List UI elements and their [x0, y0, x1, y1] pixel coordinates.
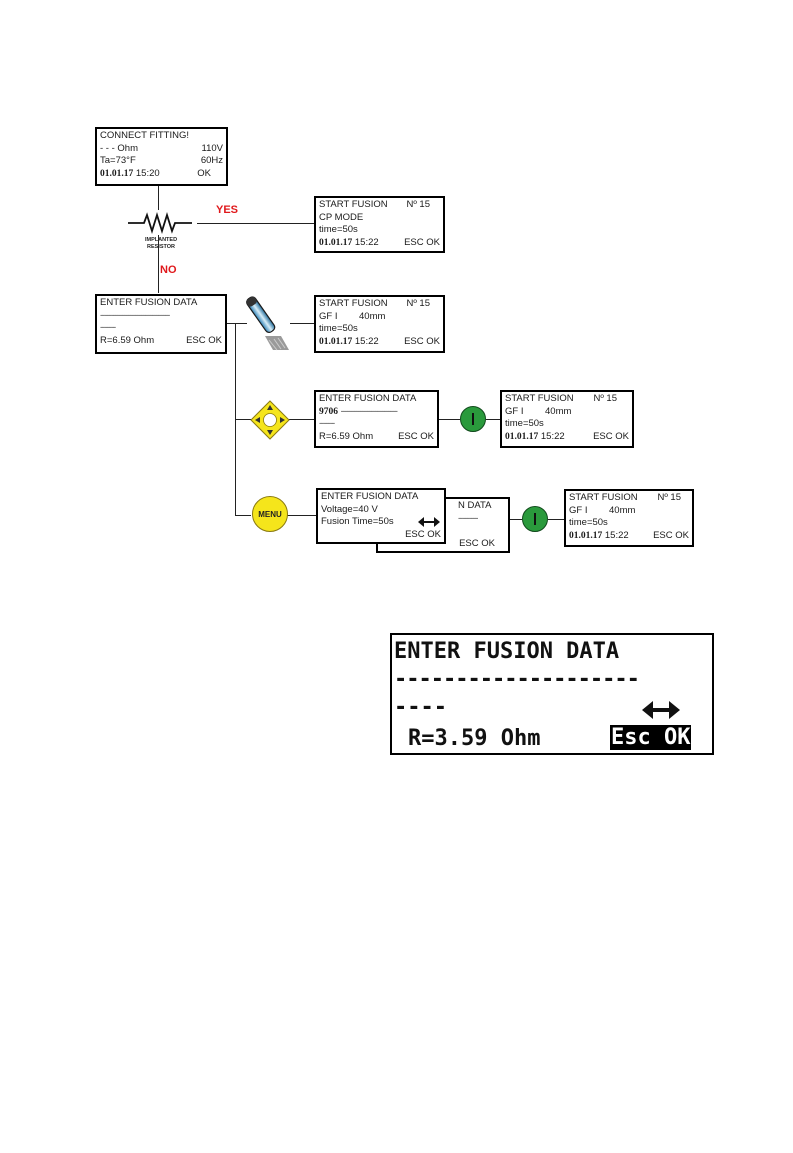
- enter-fusion-data-arrows-display: ENTER FUSION DATA 9706 -----------------…: [314, 390, 439, 448]
- no-label: NO: [160, 264, 177, 276]
- voltage-readout: Voltage=40 V: [321, 503, 378, 515]
- display-title: ENTER FUSION DATA: [319, 393, 417, 404]
- esc-ok-softkey[interactable]: Esc OK: [610, 725, 692, 750]
- start-fusion-arrows-display: START FUSION Nº 15 GF I 40mm time=50s 01.0…: [500, 390, 634, 448]
- resistor-icon: [128, 211, 192, 235]
- dashes: ---------: [458, 512, 479, 524]
- date-readout: 01.01.17: [505, 431, 539, 442]
- resistance-readout: R=6.59 Ohm: [319, 430, 374, 442]
- dashes: -------: [319, 418, 335, 429]
- enter-fusion-data-large-display: ENTER FUSION DATA -------------------- -…: [390, 633, 714, 755]
- fusion-time-readout: Fusion Time=50s: [321, 516, 394, 527]
- esc-ok-label: ESC OK: [459, 537, 495, 549]
- diameter-readout: 40mm: [609, 504, 636, 516]
- display-title: ENTER FUSION DATA: [100, 297, 198, 308]
- esc-ok-label: ESC OK: [404, 335, 440, 347]
- connector-line: [290, 323, 316, 324]
- connector-line: [486, 419, 500, 420]
- connector-line: [287, 515, 316, 516]
- clock-readout: 15:22: [540, 430, 565, 442]
- yes-label: YES: [216, 204, 239, 216]
- esc-ok-label: ESC OK: [653, 529, 689, 541]
- display-title: N DATA: [458, 500, 492, 511]
- connector-line: [227, 323, 235, 324]
- time-readout: time=50s: [319, 323, 358, 334]
- ohm-readout: - - - Ohm: [100, 142, 138, 154]
- display-title: ENTER FUSION DATA: [321, 491, 419, 502]
- enter-fusion-data-display: ENTER FUSION DATA ----------------------…: [95, 294, 227, 354]
- date-readout: 01.01.17: [319, 336, 353, 347]
- time-readout: time=50s: [505, 418, 544, 429]
- clock-readout: 15:22: [354, 236, 379, 248]
- start-button-icon[interactable]: [460, 406, 486, 432]
- dashes: ----: [394, 695, 447, 720]
- date-readout: 01.01.17: [319, 237, 353, 248]
- enter-fusion-data-menu-display: ENTER FUSION DATA Voltage=40 V Fusion Ti…: [316, 488, 446, 544]
- fusion-number: Nº 15: [657, 492, 681, 503]
- display-title: START FUSION: [569, 492, 638, 503]
- resistor-label: RESISTOR: [146, 244, 175, 250]
- resistance-readout: R=6.59 Ohm: [100, 334, 155, 346]
- connector-line: [548, 519, 566, 520]
- menu-button-label: MENU: [258, 509, 282, 519]
- display-title: START FUSION: [319, 298, 388, 309]
- mode-label: CP MODE: [319, 211, 364, 223]
- implanted-label: IMPLANTED: [144, 237, 178, 243]
- start-button-icon[interactable]: [522, 506, 548, 532]
- connector-line: [235, 323, 247, 324]
- arrow-keypad-icon[interactable]: [250, 400, 290, 440]
- display-title: ENTER FUSION DATA: [394, 639, 620, 664]
- gf-label: GF I: [569, 504, 588, 516]
- esc-ok-label: ESC OK: [405, 528, 441, 540]
- code-readout: 9706: [319, 406, 338, 417]
- time-readout: time=50s: [319, 224, 358, 235]
- clock-readout: 15:22: [354, 335, 379, 347]
- connector-line: [510, 519, 522, 520]
- resistance-readout: R=3.59 Ohm: [408, 726, 541, 751]
- dashes: --------------------: [394, 667, 640, 692]
- start-fusion-menu-display: START FUSION Nº 15 GF I 40mm time=50s 01.0…: [564, 489, 694, 547]
- clock-readout: 15:22: [604, 529, 629, 541]
- temperature-readout: Ta=73°F: [100, 155, 136, 166]
- display-title: CONNECT FITTING!: [100, 130, 190, 141]
- esc-ok-label: ESC OK: [593, 430, 629, 442]
- left-right-arrow-icon: [642, 701, 680, 719]
- date-readout: 01.01.17: [569, 530, 603, 541]
- connector-line: [438, 419, 460, 420]
- connector-line: [158, 235, 159, 293]
- esc-ok-label: ESC OK: [404, 236, 440, 248]
- connect-fitting-display: CONNECT FITTING! - - - Ohm 110V Ta=73°F 60…: [95, 127, 228, 186]
- date-readout: 01.01.17: [100, 168, 134, 179]
- frequency-readout: 60Hz: [200, 155, 223, 166]
- connector-line: [289, 419, 316, 420]
- start-fusion-cp-display: START FUSION Nº 15 CP MODE time=50s 01.01…: [314, 196, 445, 253]
- fusion-number: Nº 15: [593, 393, 617, 404]
- connector-line: [235, 515, 251, 516]
- gf-label: GF I: [319, 310, 338, 322]
- start-fusion-pen-display: START FUSION Nº 15 GF I 40mm time=50s 01.0…: [314, 295, 445, 353]
- ok-label: OK: [197, 167, 211, 179]
- voltage-readout: 110V: [201, 142, 223, 154]
- dashes: --------------------------: [340, 405, 398, 417]
- time-readout: time=50s: [569, 517, 608, 528]
- dashes: -------: [100, 322, 116, 333]
- connector-line: [158, 186, 159, 210]
- left-right-arrow-icon: [418, 517, 440, 527]
- connector-line: [197, 223, 315, 224]
- gf-label: GF I: [505, 405, 524, 417]
- diameter-readout: 40mm: [359, 310, 386, 322]
- display-title: START FUSION: [505, 393, 574, 404]
- time-readout: 15:20: [135, 167, 160, 179]
- esc-ok-label: ESC OK: [398, 430, 434, 442]
- fusion-number: Nº 15: [406, 298, 430, 309]
- diameter-readout: 40mm: [545, 405, 572, 417]
- barcode-pen-icon: [246, 296, 289, 351]
- fusion-number: Nº 15: [406, 199, 430, 210]
- dashes: --------------------------------: [100, 309, 170, 321]
- connector-line: [235, 419, 251, 420]
- menu-button[interactable]: MENU: [252, 496, 288, 532]
- display-title: START FUSION: [319, 199, 388, 210]
- esc-ok-label: ESC OK: [186, 334, 222, 346]
